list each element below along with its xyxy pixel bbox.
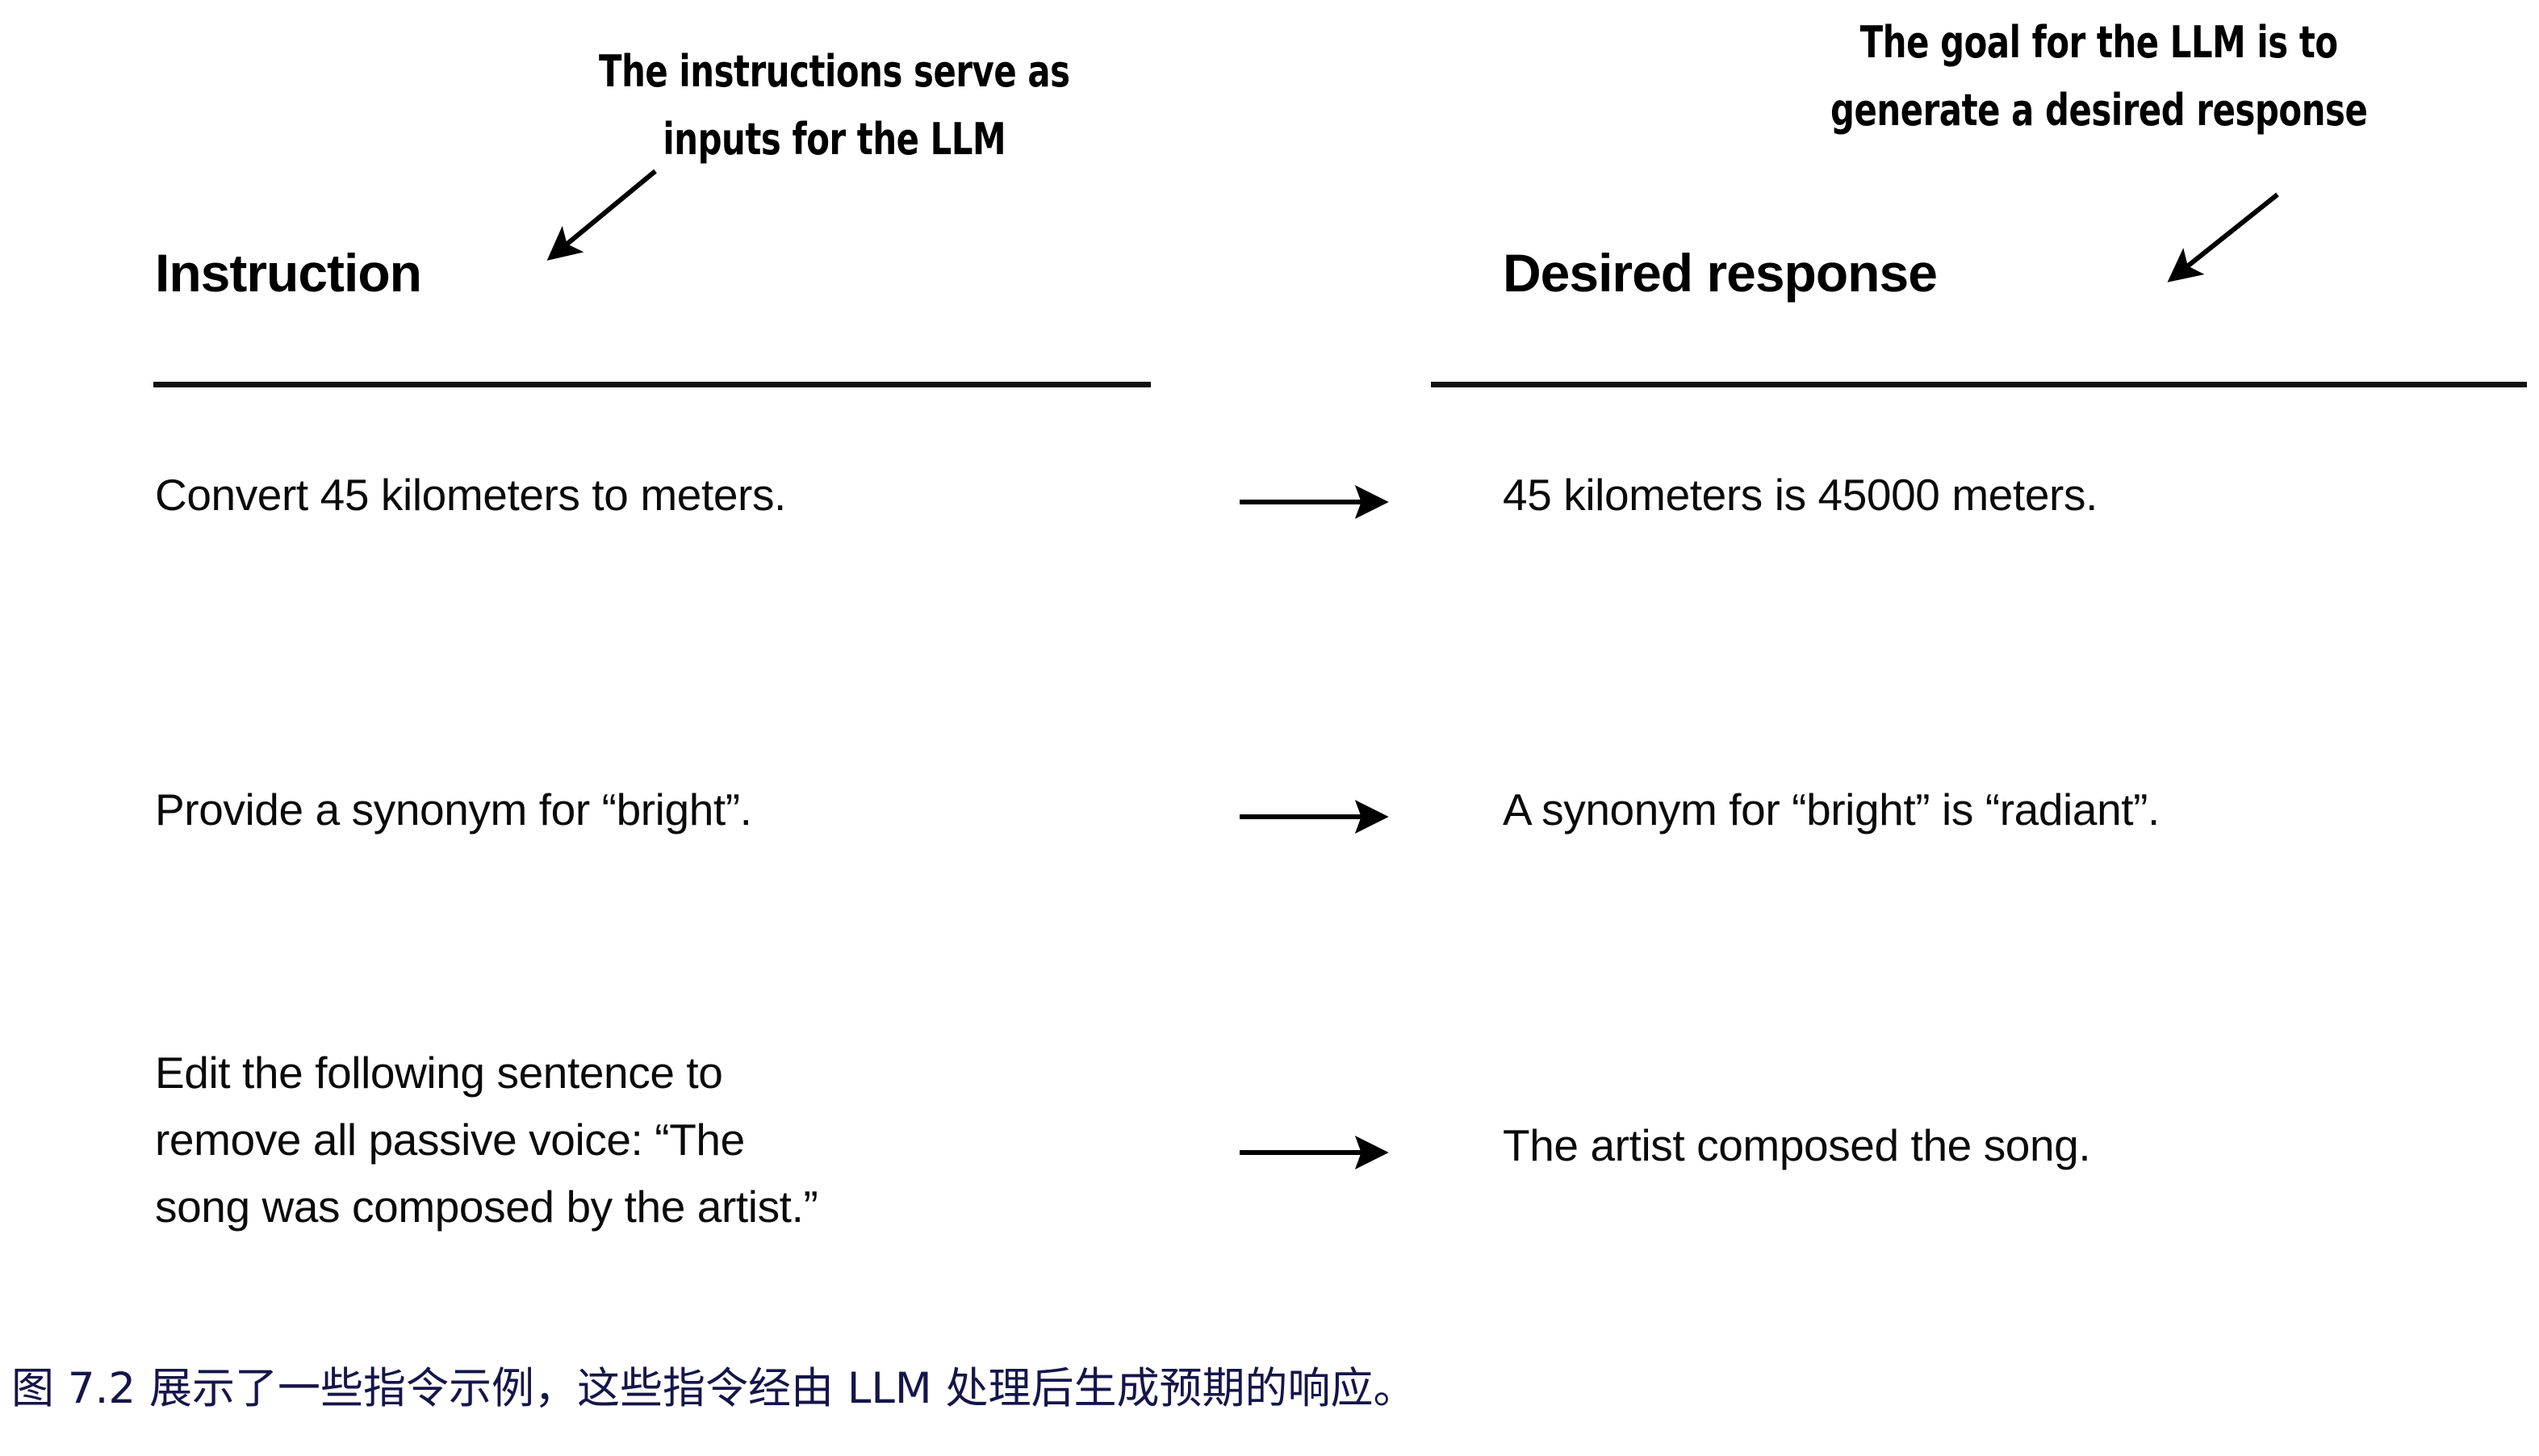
cell-instruction-1-line1: Convert 45 kilometers to meters. [155, 470, 786, 520]
header-rule-right [1431, 382, 2527, 387]
cell-instruction-2-line1: Provide a synonym for “bright”. [155, 784, 752, 835]
cell-instruction-3-line2: remove all passive voice: “The [155, 1115, 745, 1165]
annotation-response-note-line1: The goal for the LLM is to [1859, 17, 2338, 68]
annotation-response-note-line2: generate a desired response [1830, 85, 2368, 136]
flow-arrow-right-icon-2 [1240, 800, 1389, 834]
cell-response-2-line1: A synonym for “bright” is “radiant”. [1503, 784, 2160, 835]
annotation-instruction-note-line1: The instructions serve as [599, 46, 1070, 97]
cell-instruction-1: Convert 45 kilometers to meters. [155, 462, 786, 529]
annotation-instruction-note-line2: inputs for the LLM [663, 114, 1006, 165]
cell-response-3-line1: The artist composed the song. [1503, 1120, 2091, 1170]
figure-caption: 图 7.2 展示了一些指令示例，这些指令经由 LLM 处理后生成预期的响应。 [11, 1364, 1416, 1413]
flow-arrow-right-icon-1 [1240, 485, 1389, 519]
flow-arrow-right-icon-3 [1240, 1136, 1389, 1169]
cell-instruction-2: Provide a synonym for “bright”. [155, 776, 752, 843]
column-header-instruction: Instruction [155, 243, 422, 303]
cell-response-1: 45 kilometers is 45000 meters. [1503, 462, 2098, 529]
column-header-desired-response: Desired response [1503, 243, 1938, 303]
annotation-instruction-note: The instructions serve as inputs for the… [599, 46, 1070, 165]
cell-instruction-3-line3: song was composed by the artist.” [155, 1182, 818, 1232]
cell-response-1-line1: 45 kilometers is 45000 meters. [1503, 470, 2098, 520]
pointer-arrow-down-left-icon-2 [2167, 192, 2279, 282]
cell-response-3: The artist composed the song. [1503, 1112, 2091, 1179]
annotation-response-note: The goal for the LLM is to generate a de… [1830, 17, 2368, 136]
cell-instruction-3-line1: Edit the following sentence to [155, 1048, 723, 1098]
header-rule-left [153, 382, 1151, 387]
cell-response-2: A synonym for “bright” is “radiant”. [1503, 776, 2160, 843]
cell-instruction-3: Edit the following sentence to remove al… [155, 1040, 818, 1241]
pointer-arrow-down-left-icon [546, 169, 657, 261]
